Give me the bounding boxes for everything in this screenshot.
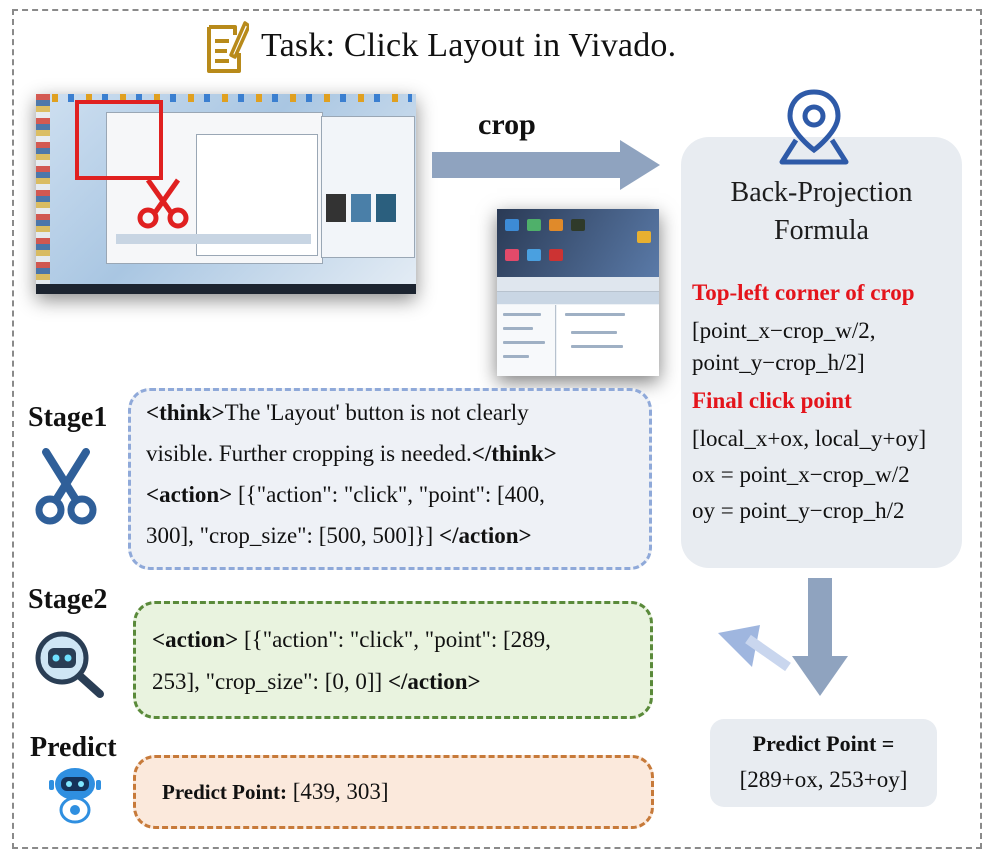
stage1-box bbox=[128, 388, 652, 570]
cropped-screenshot bbox=[497, 209, 659, 376]
scissors-icon bbox=[35, 448, 97, 525]
crop-label: crop bbox=[478, 108, 536, 141]
dashed-frame bbox=[12, 9, 982, 849]
stage1-action-line2: 300], "crop_size": [500, 500]}] </action… bbox=[146, 523, 532, 548]
location-pin-icon bbox=[779, 89, 849, 165]
notepad-icon bbox=[207, 21, 249, 73]
robot-magnifier-icon bbox=[35, 631, 104, 698]
stage2-action-line2: 253], "crop_size": [0, 0]] </action> bbox=[152, 669, 481, 694]
crop-region-marker bbox=[75, 100, 163, 180]
stage1-label: Stage1 bbox=[28, 402, 108, 433]
topleft-line1: [point_x−crop_w/2, bbox=[692, 318, 876, 343]
page-title: Task: Click Layout in Vivado. bbox=[261, 27, 677, 64]
title-row: Task: Click Layout in Vivado. bbox=[205, 14, 676, 78]
stage1-think-line1: <think>The 'Layout' button is not clearl… bbox=[146, 400, 529, 425]
predict-point-value: [289+ox, 253+oy] bbox=[739, 767, 908, 792]
full-screenshot bbox=[36, 94, 416, 294]
final-line2: ox = point_x−crop_w/2 bbox=[692, 462, 910, 487]
topleft-line2: point_y−crop_h/2] bbox=[692, 350, 865, 375]
predict-point-result: Predict Point: [439, 303] bbox=[162, 779, 389, 804]
stage2-label: Stage2 bbox=[28, 584, 108, 615]
topleft-heading: Top-left corner of crop bbox=[692, 280, 915, 305]
robot-icon bbox=[49, 768, 101, 824]
final-heading: Final click point bbox=[692, 388, 852, 413]
predict-point-title: Predict Point = bbox=[752, 731, 895, 756]
scissors-icon bbox=[137, 178, 189, 229]
final-line1: [local_x+ox, local_y+oy] bbox=[692, 426, 927, 451]
predict-point-formula-box: Predict Point = [289+ox, 253+oy] bbox=[710, 719, 937, 807]
stage2-action-line1: <action> [{"action": "click", "point": [… bbox=[152, 627, 551, 652]
stage1-think-line2: visible. Further cropping is needed.</th… bbox=[146, 441, 557, 466]
crop-arrow bbox=[432, 140, 660, 190]
predict-label: Predict bbox=[30, 732, 117, 763]
final-line3: oy = point_y−crop_h/2 bbox=[692, 498, 905, 523]
stage1-action-line1: <action> [{"action": "click", "point": [… bbox=[146, 482, 545, 507]
predict-box bbox=[133, 755, 654, 829]
back-projection-panel bbox=[681, 137, 962, 568]
stage2-box bbox=[133, 601, 653, 719]
back-projection-title: Back-Projection Formula bbox=[730, 177, 913, 246]
diagonal-arrow bbox=[718, 625, 791, 672]
down-arrow bbox=[792, 578, 848, 696]
